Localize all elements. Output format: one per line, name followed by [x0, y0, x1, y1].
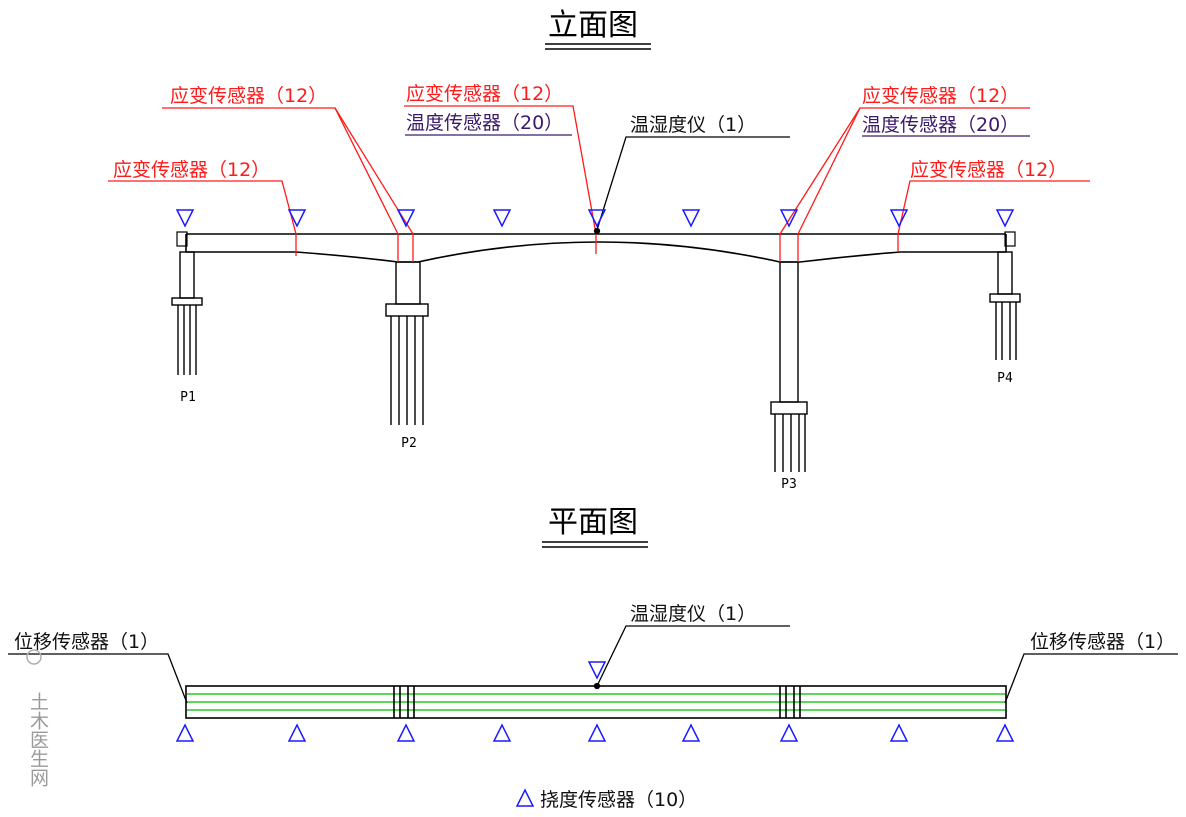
strain-label-right-top: 应变传感器（12） — [862, 85, 1019, 107]
deflection-marker-icon — [889, 723, 909, 742]
watermark-text: 土木医生网 — [27, 692, 49, 787]
deflection-marker-icon — [287, 209, 307, 228]
displacement-label-right: 位移传感器（1） — [1030, 631, 1175, 653]
pier-label-p3: P3 — [781, 477, 797, 492]
deflection-markers-elevation — [175, 209, 1015, 228]
watermark: 土木医生网 — [26, 649, 49, 787]
deflection-marker-icon — [396, 723, 416, 742]
bridge-deck-plan — [185, 685, 1007, 719]
deflection-marker-icon — [287, 723, 307, 742]
plan-leaders — [8, 625, 1178, 704]
pier-p4 — [989, 251, 1021, 360]
pier-p3 — [770, 261, 808, 472]
th-meter-label-plan: 温湿度仪（1） — [630, 603, 756, 625]
deflection-marker-icon — [995, 209, 1015, 228]
deflection-marker-icon — [779, 723, 799, 742]
elevation-title: 立面图 — [548, 8, 638, 43]
strain-sensor-leaders — [108, 105, 1090, 262]
deflection-marker-icon — [492, 209, 512, 228]
pier-p1 — [171, 251, 203, 375]
deflection-marker-icon — [396, 209, 416, 228]
temp-label-right: 温度传感器（20） — [862, 114, 1019, 136]
deflection-marker-icon — [492, 723, 512, 742]
legend-label: 挠度传感器（10） — [540, 789, 697, 811]
th-meter-leader-elevation — [593, 136, 790, 235]
legend-deflection-icon — [515, 788, 535, 807]
strain-label-right: 应变传感器（12） — [910, 159, 1067, 181]
strain-label-left-top: 应变传感器（12） — [170, 85, 327, 107]
deflection-marker-icon — [779, 209, 799, 228]
deflection-marker-icon — [175, 723, 195, 742]
plan-title: 平面图 — [548, 505, 638, 540]
temp-sensor-leaders — [405, 134, 1030, 137]
th-meter-marker-icon — [587, 661, 607, 680]
pier-label-p4: P4 — [997, 371, 1013, 386]
deflection-marker-icon — [995, 723, 1015, 742]
pier-label-p1: P1 — [180, 390, 196, 405]
watermark-logo-icon — [26, 649, 42, 665]
deflection-marker-icon — [175, 209, 195, 228]
deflection-marker-icon — [681, 209, 701, 228]
deflection-markers-plan — [175, 723, 1015, 742]
deflection-marker-icon — [587, 209, 607, 228]
temp-label-center: 温度传感器（20） — [406, 112, 563, 134]
deflection-marker-icon — [889, 209, 909, 228]
strain-label-left: 应变传感器（12） — [113, 159, 270, 181]
deflection-marker-icon — [587, 723, 607, 742]
strain-label-center: 应变传感器（12） — [406, 83, 563, 105]
pier-label-p2: P2 — [401, 436, 417, 451]
displacement-label-left: 位移传感器（1） — [14, 631, 159, 653]
deflection-marker-icon — [681, 723, 701, 742]
pier-p2 — [385, 261, 429, 425]
th-meter-label-elevation: 温湿度仪（1） — [630, 114, 756, 136]
